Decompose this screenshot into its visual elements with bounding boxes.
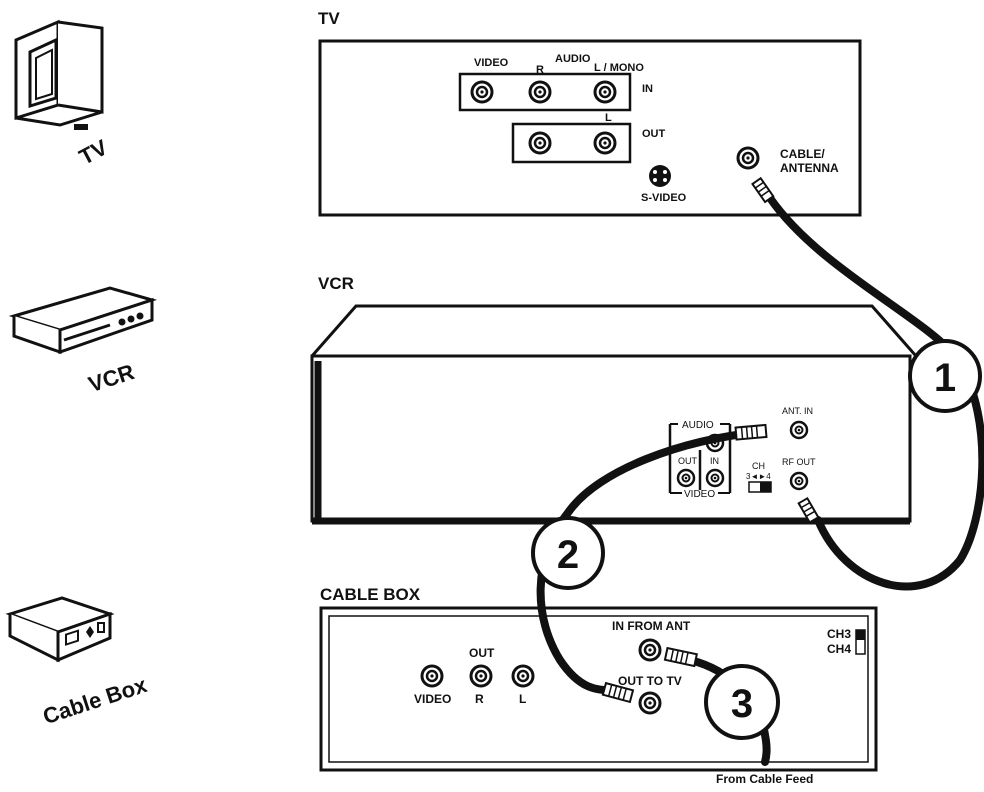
vcr-ant-in-label: ANT. IN [782, 406, 813, 416]
tv-out-label: OUT [642, 128, 666, 140]
vcr-video-label: VIDEO [684, 489, 715, 500]
vcr-icon-label: VCR [85, 359, 137, 397]
tv-in-label: IN [642, 83, 653, 95]
step-1-marker: 1 [908, 339, 982, 413]
vcr-rf-out-jack [789, 471, 809, 491]
cable-box-out-label: OUT [469, 646, 495, 660]
cable-box-channel-switch[interactable] [855, 629, 866, 655]
vcr-rf-out-label: RF OUT [782, 457, 816, 467]
svg-text:3: 3 [731, 682, 753, 726]
vcr-ch-range-label: 3◄►4 [746, 472, 771, 481]
cable-box-r-jack [469, 664, 493, 688]
tv-antenna-label: ANTENNA [780, 161, 839, 175]
tv-icon-label: TV [75, 134, 112, 169]
tv-cable-antenna-jack [736, 146, 760, 170]
tv-audio-r-in-jack [528, 80, 552, 104]
cable-box-l-label: L [519, 692, 526, 706]
cable-box-in-from-ant-jack [638, 638, 662, 662]
vcr-ch-switch[interactable] [748, 481, 772, 493]
cable-feed-label: From Cable Feed [716, 772, 813, 786]
vcr-video-in-jack [705, 468, 725, 488]
step-2-marker: 2 [531, 516, 605, 590]
cable-box-video-label: VIDEO [414, 692, 451, 706]
tv-svideo-jack [649, 165, 671, 187]
vcr-out-label: OUT [678, 456, 698, 466]
tv-l-label: L [605, 112, 612, 124]
vcr-panel-title: VCR [318, 274, 354, 293]
cable-box-ch4-label: CH4 [827, 642, 851, 656]
svg-text:1: 1 [934, 356, 956, 400]
vcr-audio-label: AUDIO [682, 420, 714, 431]
tv-icon [14, 19, 104, 130]
cable-box-out-to-tv-label: OUT TO TV [618, 674, 682, 688]
tv-panel-title: TV [318, 9, 340, 28]
cable-box-out-to-tv-jack [638, 691, 662, 715]
cable-tv-to-vcr-rf-out [751, 176, 984, 591]
vcr-ant-in-jack [789, 420, 809, 440]
cable-box-in-from-ant-label: IN FROM ANT [612, 619, 691, 633]
cable-box-video-jack [420, 664, 444, 688]
tv-video-label: VIDEO [474, 57, 509, 69]
svg-text:2: 2 [557, 533, 579, 577]
vcr-in-label: IN [710, 456, 719, 466]
cable-box-ch3-label: CH3 [827, 627, 851, 641]
cable-box-l-jack [511, 664, 535, 688]
tv-lmono-label: L / MONO [594, 62, 644, 74]
cable-box-r-label: R [475, 692, 484, 706]
tv-svideo-label: S-VIDEO [641, 192, 687, 204]
step-3-marker: 3 [704, 664, 780, 740]
cable-box-icon [5, 596, 115, 663]
tv-audio-l-out-jack [593, 131, 617, 155]
vcr-audio-video-group [668, 423, 732, 494]
tv-audio-r-out-jack [528, 131, 552, 155]
cable-box-icon-label: Cable Box [40, 672, 151, 729]
vcr-body [310, 304, 918, 525]
tv-video-in-jack [470, 80, 494, 104]
tv-audio-l-in-jack [593, 80, 617, 104]
tv-r-label: R [536, 64, 544, 76]
vcr-icon [8, 286, 158, 355]
tv-cable-label: CABLE/ [780, 147, 825, 161]
tv-audio-label: AUDIO [555, 53, 591, 65]
vcr-ch-label: CH [752, 461, 765, 471]
vcr-video-out-jack [676, 468, 696, 488]
cable-box-panel-title: CABLE BOX [320, 585, 421, 604]
